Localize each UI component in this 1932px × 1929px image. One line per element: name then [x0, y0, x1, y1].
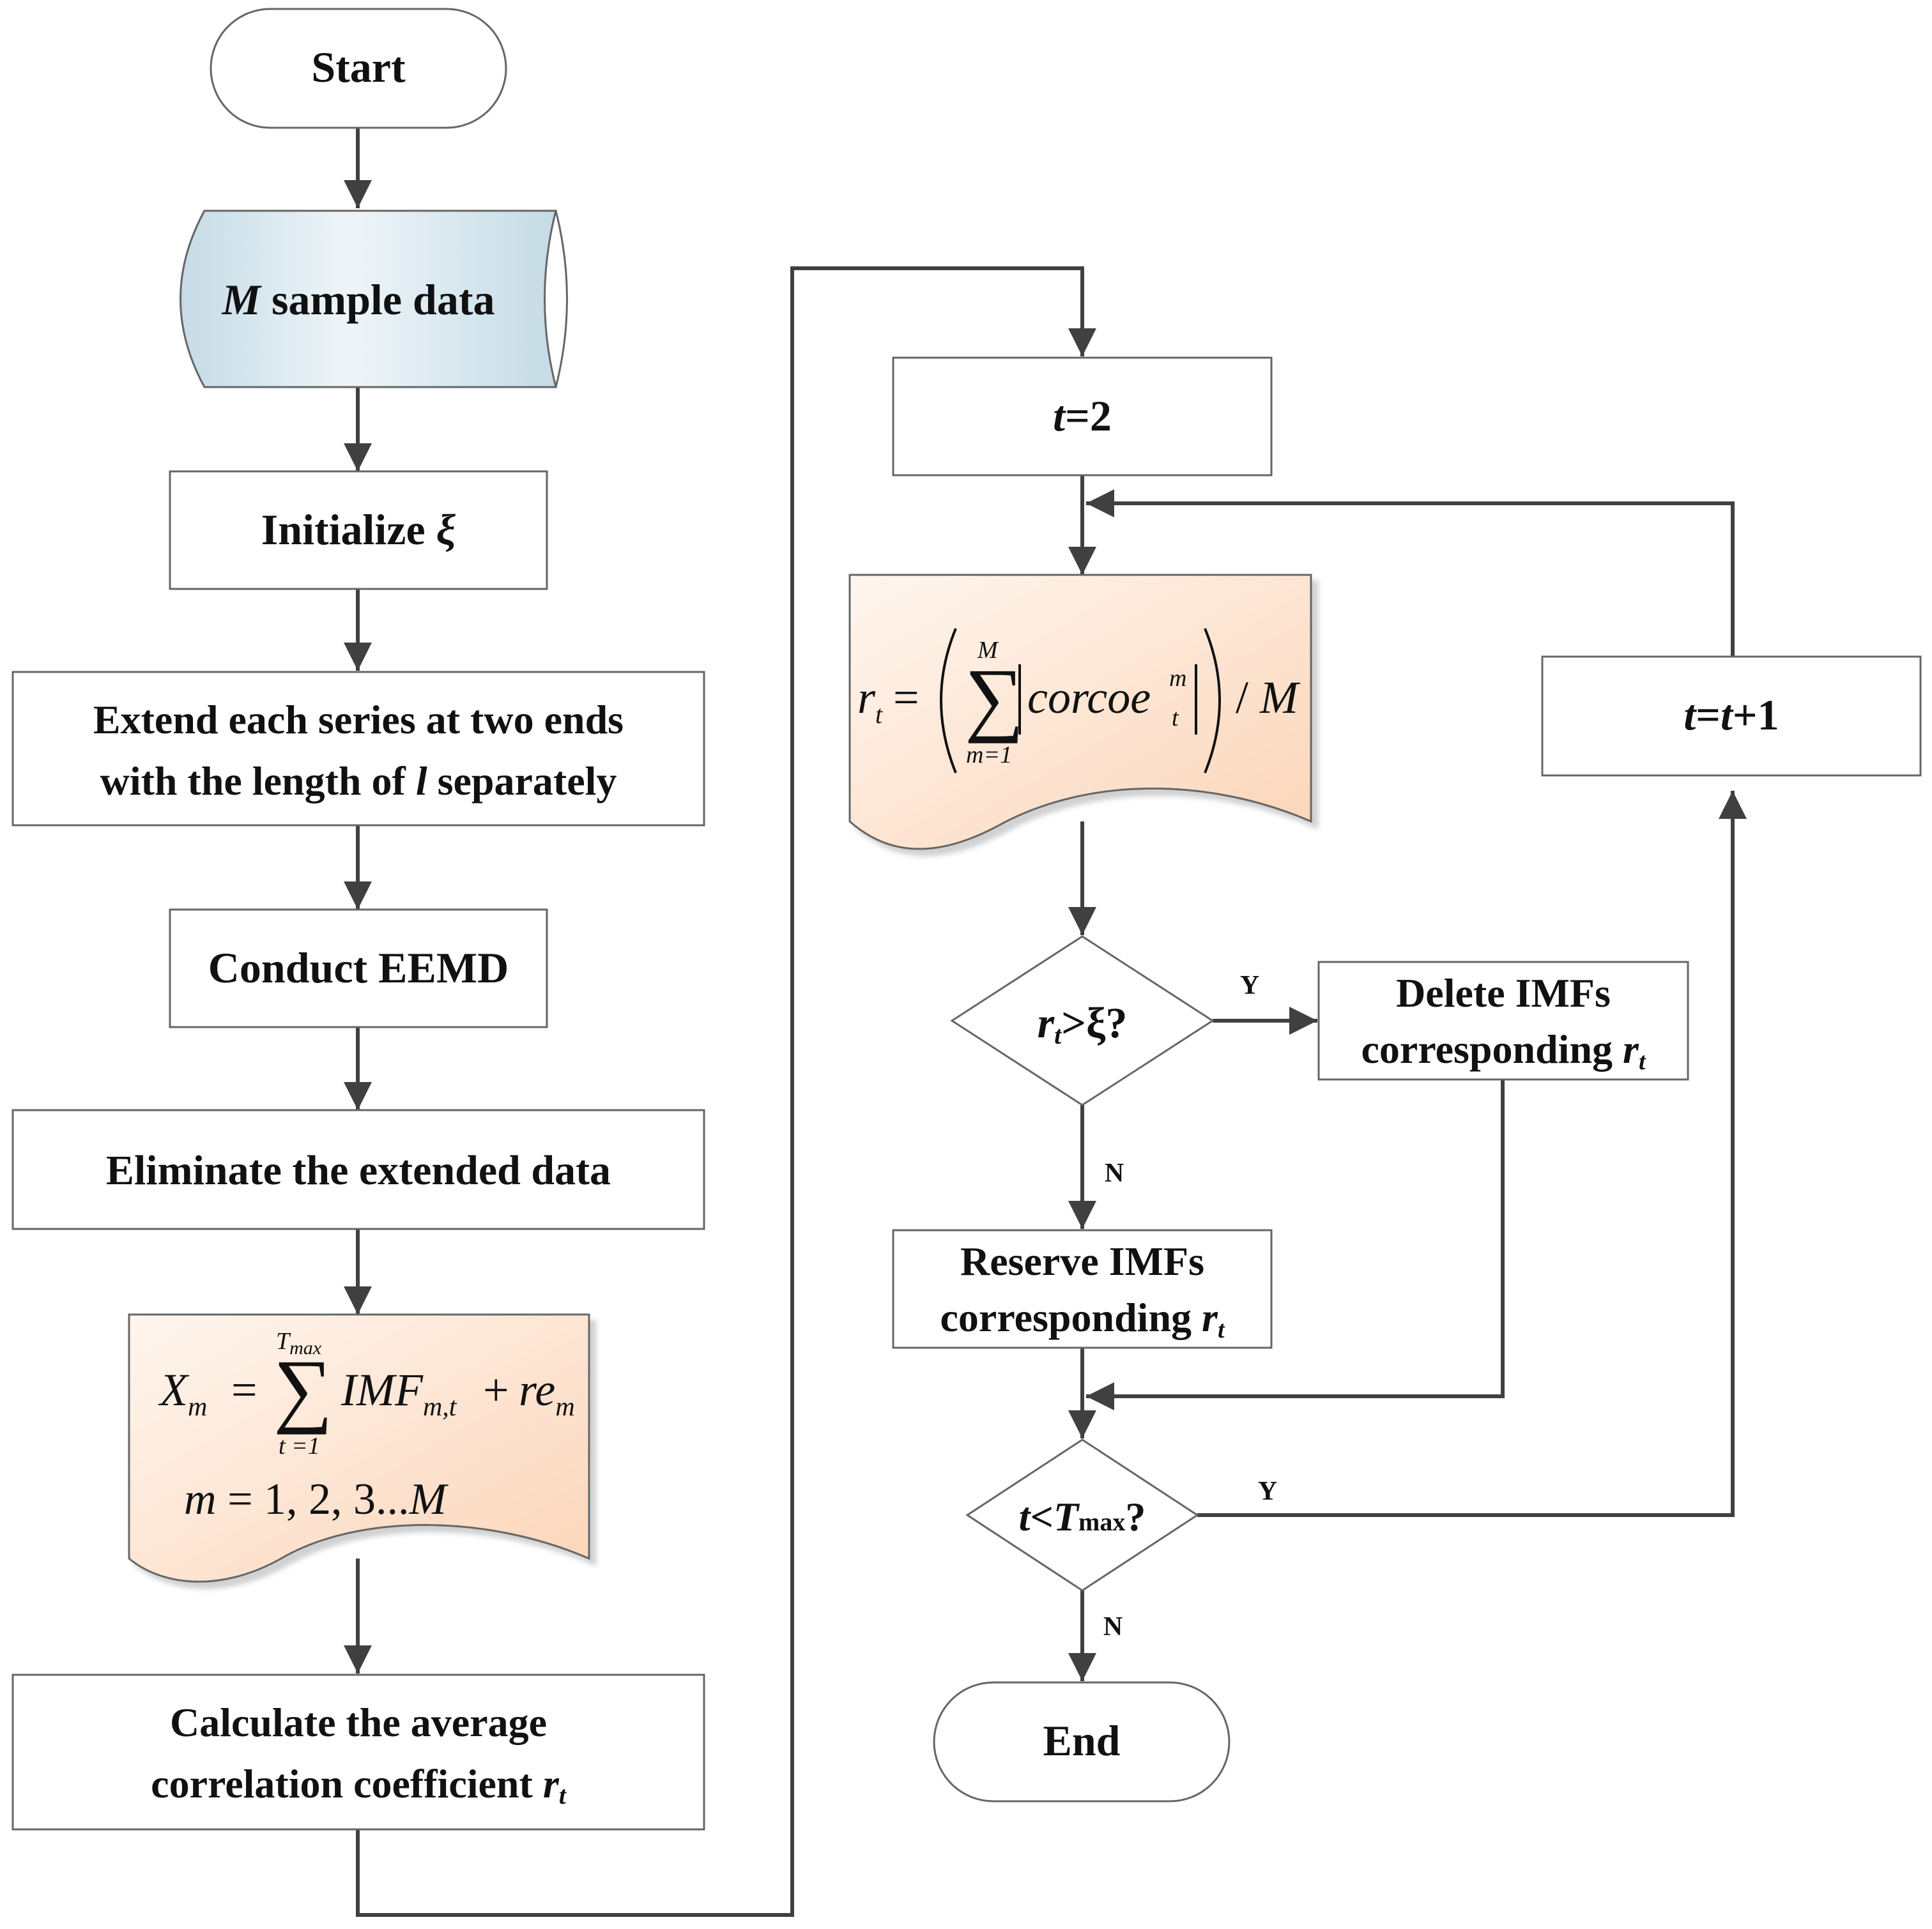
decision1-node: rt>ξ?	[950, 935, 1215, 1106]
increment-label: t=t+1	[1683, 690, 1779, 739]
formula1-expression: Xm = ∑ Tmax t =1 IMFm,t + rem m = 1, 2, …	[158, 1328, 575, 1524]
formula2-sigma: ∑	[965, 652, 1024, 744]
start-label: Start	[311, 43, 406, 91]
formula1-eq: =	[231, 1364, 257, 1415]
formula1-sum-lower: t =1	[279, 1433, 320, 1460]
sample-data-node: M sample data	[180, 210, 568, 388]
edge-increment-loop	[1086, 489, 1735, 657]
reserve-node: Reserve IMFs corresponding rt	[892, 1229, 1273, 1349]
initialize-node: Initialize ξ	[169, 470, 548, 590]
eliminate-node: Eliminate the extended data	[12, 1109, 705, 1230]
delete-node: Delete IMFs corresponding rt	[1317, 961, 1689, 1081]
start-terminal: Start	[210, 8, 507, 129]
calc-node: Calculate the average correlation coeffi…	[12, 1674, 705, 1831]
edge-delete-merge	[1086, 1079, 1505, 1410]
edge-calc-t2	[356, 266, 1096, 1917]
eemd-node: Conduct EEMD	[169, 908, 548, 1028]
t2-node: t=2	[892, 356, 1273, 477]
formula2-lhs: rt	[857, 672, 883, 729]
formula2-paren-left	[940, 628, 957, 774]
connectors	[344, 128, 1747, 1917]
initialize-label: Initialize ξ	[261, 505, 456, 554]
t2-label: t=2	[1053, 392, 1112, 440]
end-label: End	[1043, 1716, 1121, 1765]
reserve-label-line2: corresponding rt	[940, 1295, 1225, 1343]
eemd-label: Conduct EEMD	[208, 943, 509, 992]
formula2-paren-right	[1204, 628, 1221, 774]
formula1-line2: m = 1, 2, 3...M	[184, 1475, 449, 1524]
formula2-sum-lower: m=1	[966, 742, 1012, 768]
increment-node: t=t+1	[1541, 655, 1922, 777]
eliminate-label: Eliminate the extended data	[106, 1147, 611, 1194]
formula1-plus: +	[483, 1364, 509, 1415]
decision2-label: t<Tmax?	[1019, 1494, 1146, 1539]
decision2-node: t<Tmax?	[965, 1438, 1199, 1592]
extend-label-line1: Extend each series at two ends	[93, 697, 624, 742]
formula2-term: corcoe	[1027, 672, 1151, 723]
formula1-rem: rem	[519, 1364, 575, 1422]
end-terminal: End	[933, 1681, 1230, 1803]
formula1-document: Xm = ∑ Tmax t =1 IMFm,t + rem m = 1, 2, …	[128, 1313, 590, 1583]
edge-label-d2-yes: Y	[1258, 1477, 1277, 1506]
formula2-term-sup: m	[1169, 665, 1186, 692]
formula2-sum-upper: M	[977, 637, 999, 664]
formula1-sum-upper: Tmax	[276, 1328, 322, 1359]
edge-label-d2-no: N	[1103, 1612, 1123, 1642]
extend-node: Extend each series at two ends with the …	[12, 671, 705, 827]
formula2-document: rt = ∑ M m=1 corcoe m t / M	[848, 574, 1312, 850]
delete-label-line1: Delete IMFs	[1396, 970, 1611, 1016]
formula1-term: IMFm,t	[341, 1364, 457, 1422]
formula1-sigma: ∑	[273, 1343, 333, 1435]
formula2-expression: rt = ∑ M m=1 corcoe m t / M	[857, 628, 1301, 774]
formula1-lhs: Xm	[158, 1364, 207, 1422]
edge-label-d1-yes: Y	[1240, 971, 1259, 1000]
edge-decision2-increment	[1197, 791, 1747, 1517]
edge-label-d1-no: N	[1105, 1159, 1124, 1188]
delete-label-line2: corresponding rt	[1361, 1026, 1646, 1075]
decision1-label: rt>ξ?	[1038, 998, 1128, 1049]
reserve-label-line1: Reserve IMFs	[960, 1239, 1204, 1284]
formula2-term-sub: t	[1172, 705, 1179, 731]
calc-label-line2: correlation coefficient rt	[151, 1761, 567, 1810]
calc-label-line1: Calculate the average	[170, 1700, 547, 1745]
formula2-div: / M	[1236, 672, 1301, 723]
extend-label-line2: with the length of l separately	[100, 758, 617, 804]
formula2-eq: =	[893, 672, 919, 723]
sample-data-label: M sample data	[222, 275, 495, 324]
